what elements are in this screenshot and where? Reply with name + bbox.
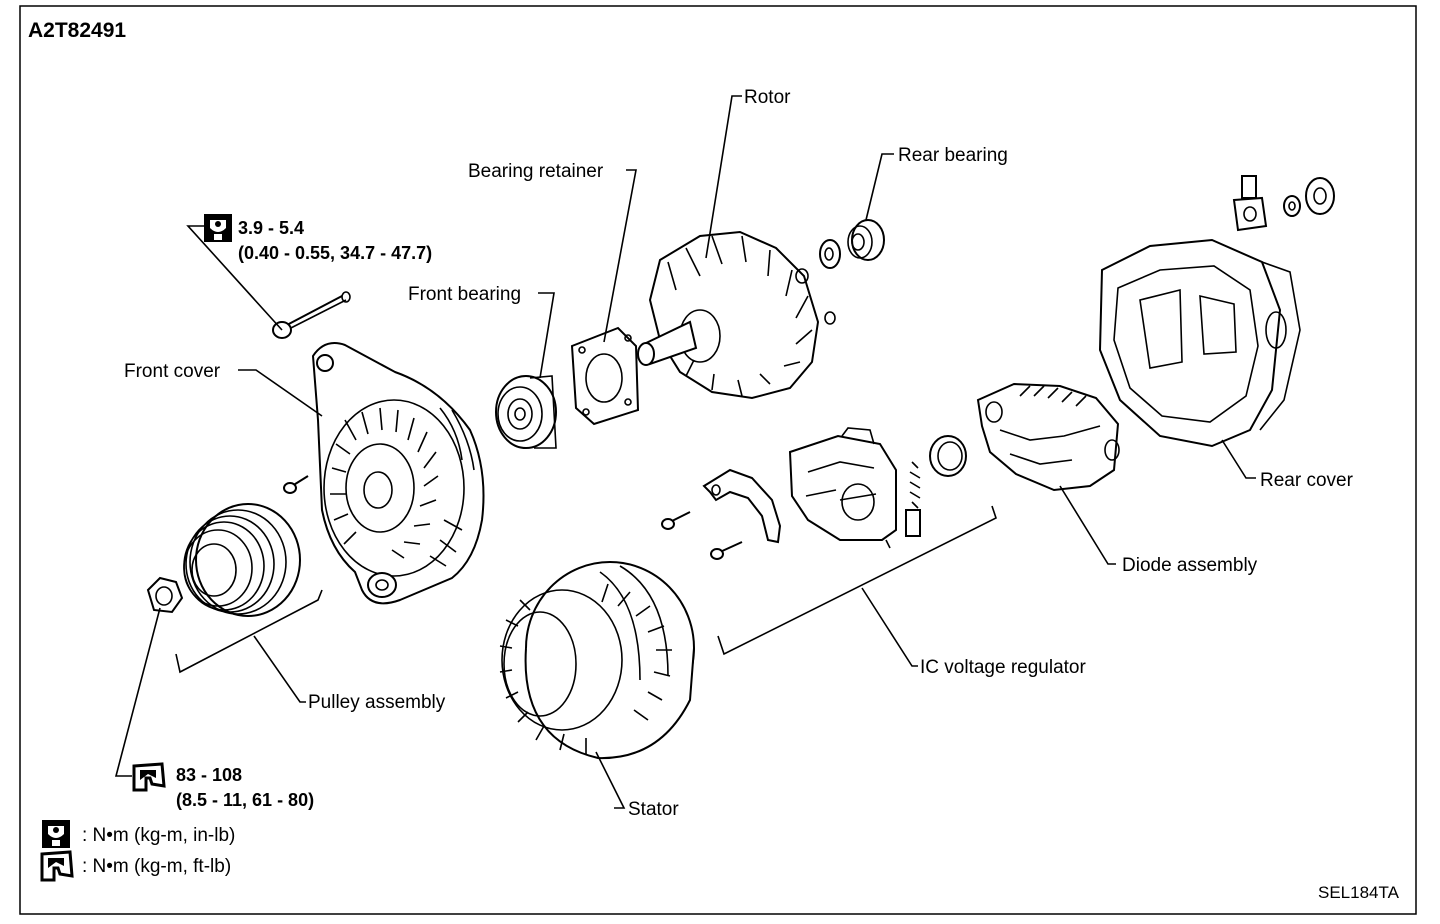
legend-inlb-text: : N•m (kg-m, in-lb) [82,825,235,846]
diagram-code: A2T82491 [28,19,126,42]
legend: : N•m (kg-m, in-lb) : N•m (kg-m, ft-lb) [40,820,235,882]
diagram-border [19,5,1417,915]
terminal-bolt [1232,175,1335,232]
label-rear-cover: Rear cover [1260,470,1354,491]
regulator-bracket [661,468,782,560]
bolt-torque-value: 3.9 - 5.4 [238,218,304,238]
label-bearing-retainer: Bearing retainer [468,161,604,182]
label-diode-assembly: Diode assembly [1122,555,1258,576]
label-front-cover: Front cover [124,361,221,382]
torque-wrench-inlb-icon [42,820,70,848]
rear-bearing [819,219,885,269]
rotor [637,230,836,400]
stator [499,561,695,760]
ic-regulator [788,427,897,549]
front-bearing [495,375,557,449]
cover-screw [283,475,309,494]
leader-lines [114,95,1256,809]
nut-torque-conversion: (8.5 - 11, 61 - 80) [176,790,314,810]
nut-torque-value: 83 - 108 [176,765,242,785]
label-front-bearing: Front bearing [408,284,521,305]
label-rotor: Rotor [744,87,791,108]
label-ic-voltage-regulator: IC voltage regulator [920,657,1086,678]
rear-cover [1098,238,1301,448]
pulley-nut [146,576,184,614]
torque-wrench-ftlb-icon [40,850,74,882]
bearing-retainer [570,326,640,426]
torque-wrench-ftlb-icon [132,762,166,792]
through-bolt [272,291,351,339]
pulley [183,503,301,617]
label-stator: Stator [628,799,679,820]
figure-code: SEL184TA [1318,883,1400,902]
label-pulley-assembly: Pulley assembly [308,692,446,713]
brush-spring [905,435,967,537]
bolt-torque-conversion: (0.40 - 0.55, 34.7 - 47.7) [238,243,432,263]
front-cover [311,342,485,605]
legend-ftlb-text: : N•m (kg-m, ft-lb) [82,856,231,877]
torque-wrench-inlb-icon [204,214,232,242]
label-rear-bearing: Rear bearing [898,145,1008,166]
diode-assembly [976,382,1120,492]
